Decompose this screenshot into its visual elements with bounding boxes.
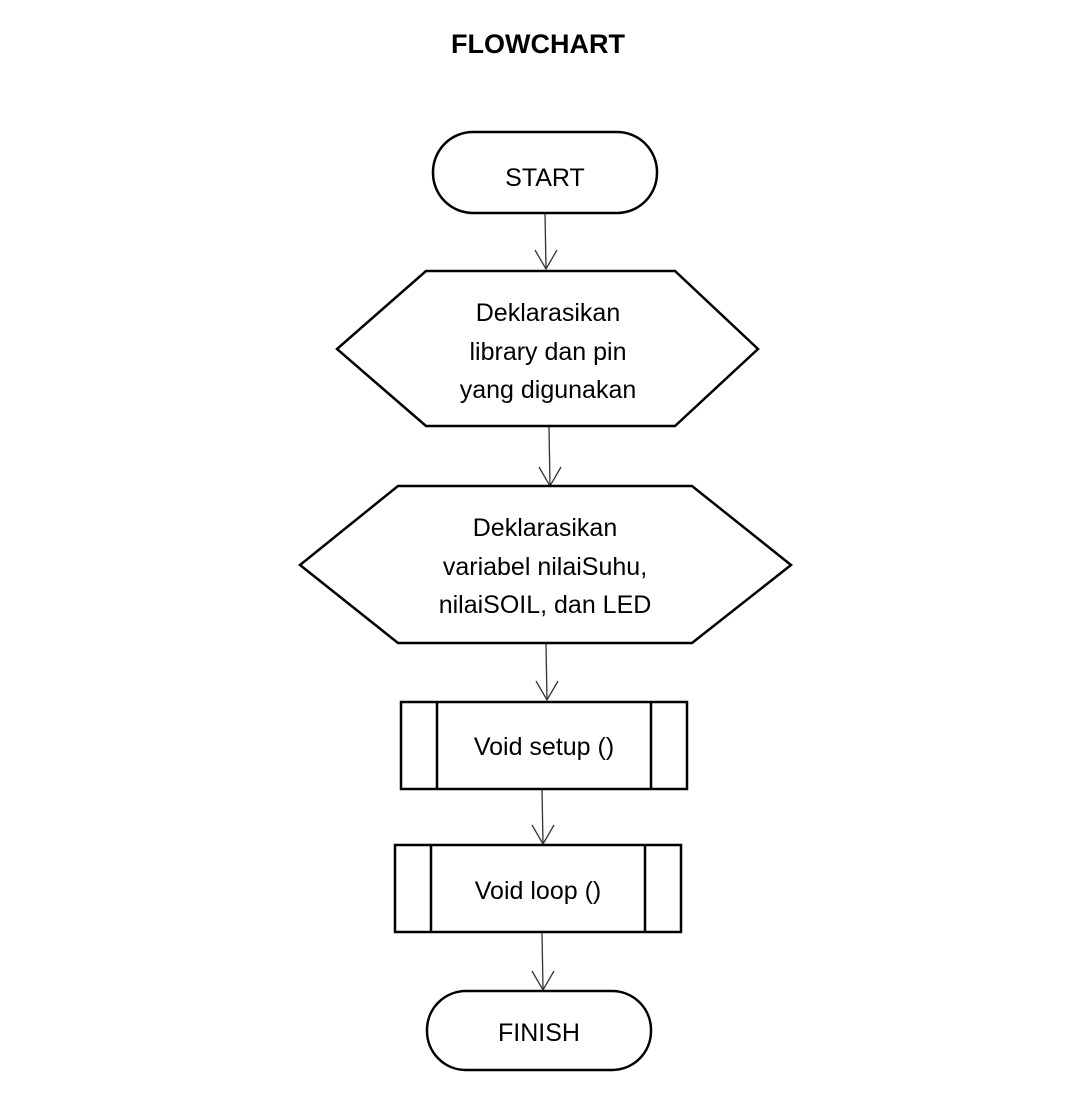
loop-process-label: Void loop () (475, 877, 601, 905)
start-terminator-shape (431, 130, 659, 215)
connector-library-to-variables (538, 426, 562, 488)
connector-start-to-library (534, 212, 558, 271)
declare-variables-preparation: Deklarasikan variabel nilaiSuhu, nilaiSO… (298, 484, 794, 645)
loop-predefined-process: Void loop () (393, 843, 683, 934)
declare-variables-hexagon (298, 484, 794, 645)
flowchart-title: FLOWCHART (451, 29, 625, 59)
declare-library-preparation: Deklarasikan library dan pin yang diguna… (335, 269, 760, 428)
declare-variables-line-1: Deklarasikan (473, 514, 618, 542)
setup-process-label: Void setup () (474, 733, 614, 761)
declare-library-line-3: yang digunakan (460, 376, 637, 404)
start-terminator-label: START (505, 164, 585, 192)
connector-variables-to-setup (535, 643, 559, 702)
declare-library-line-2: library dan pin (469, 338, 626, 366)
finish-terminator-label: FINISH (498, 1019, 580, 1047)
declare-variables-line-3: nilaiSOIL, dan LED (439, 591, 652, 619)
declare-variables-line-2: variabel nilaiSuhu, (443, 553, 647, 581)
declare-library-hexagon (335, 269, 760, 428)
declare-library-line-1: Deklarasikan (476, 299, 621, 327)
start-terminator: START (431, 130, 659, 215)
connector-loop-to-finish (531, 931, 555, 992)
setup-process-box (399, 700, 689, 791)
connector-setup-to-loop (531, 788, 555, 846)
setup-predefined-process: Void setup () (399, 700, 689, 791)
loop-process-box (393, 843, 683, 934)
finish-terminator: FINISH (425, 989, 653, 1072)
finish-terminator-shape (425, 989, 653, 1072)
